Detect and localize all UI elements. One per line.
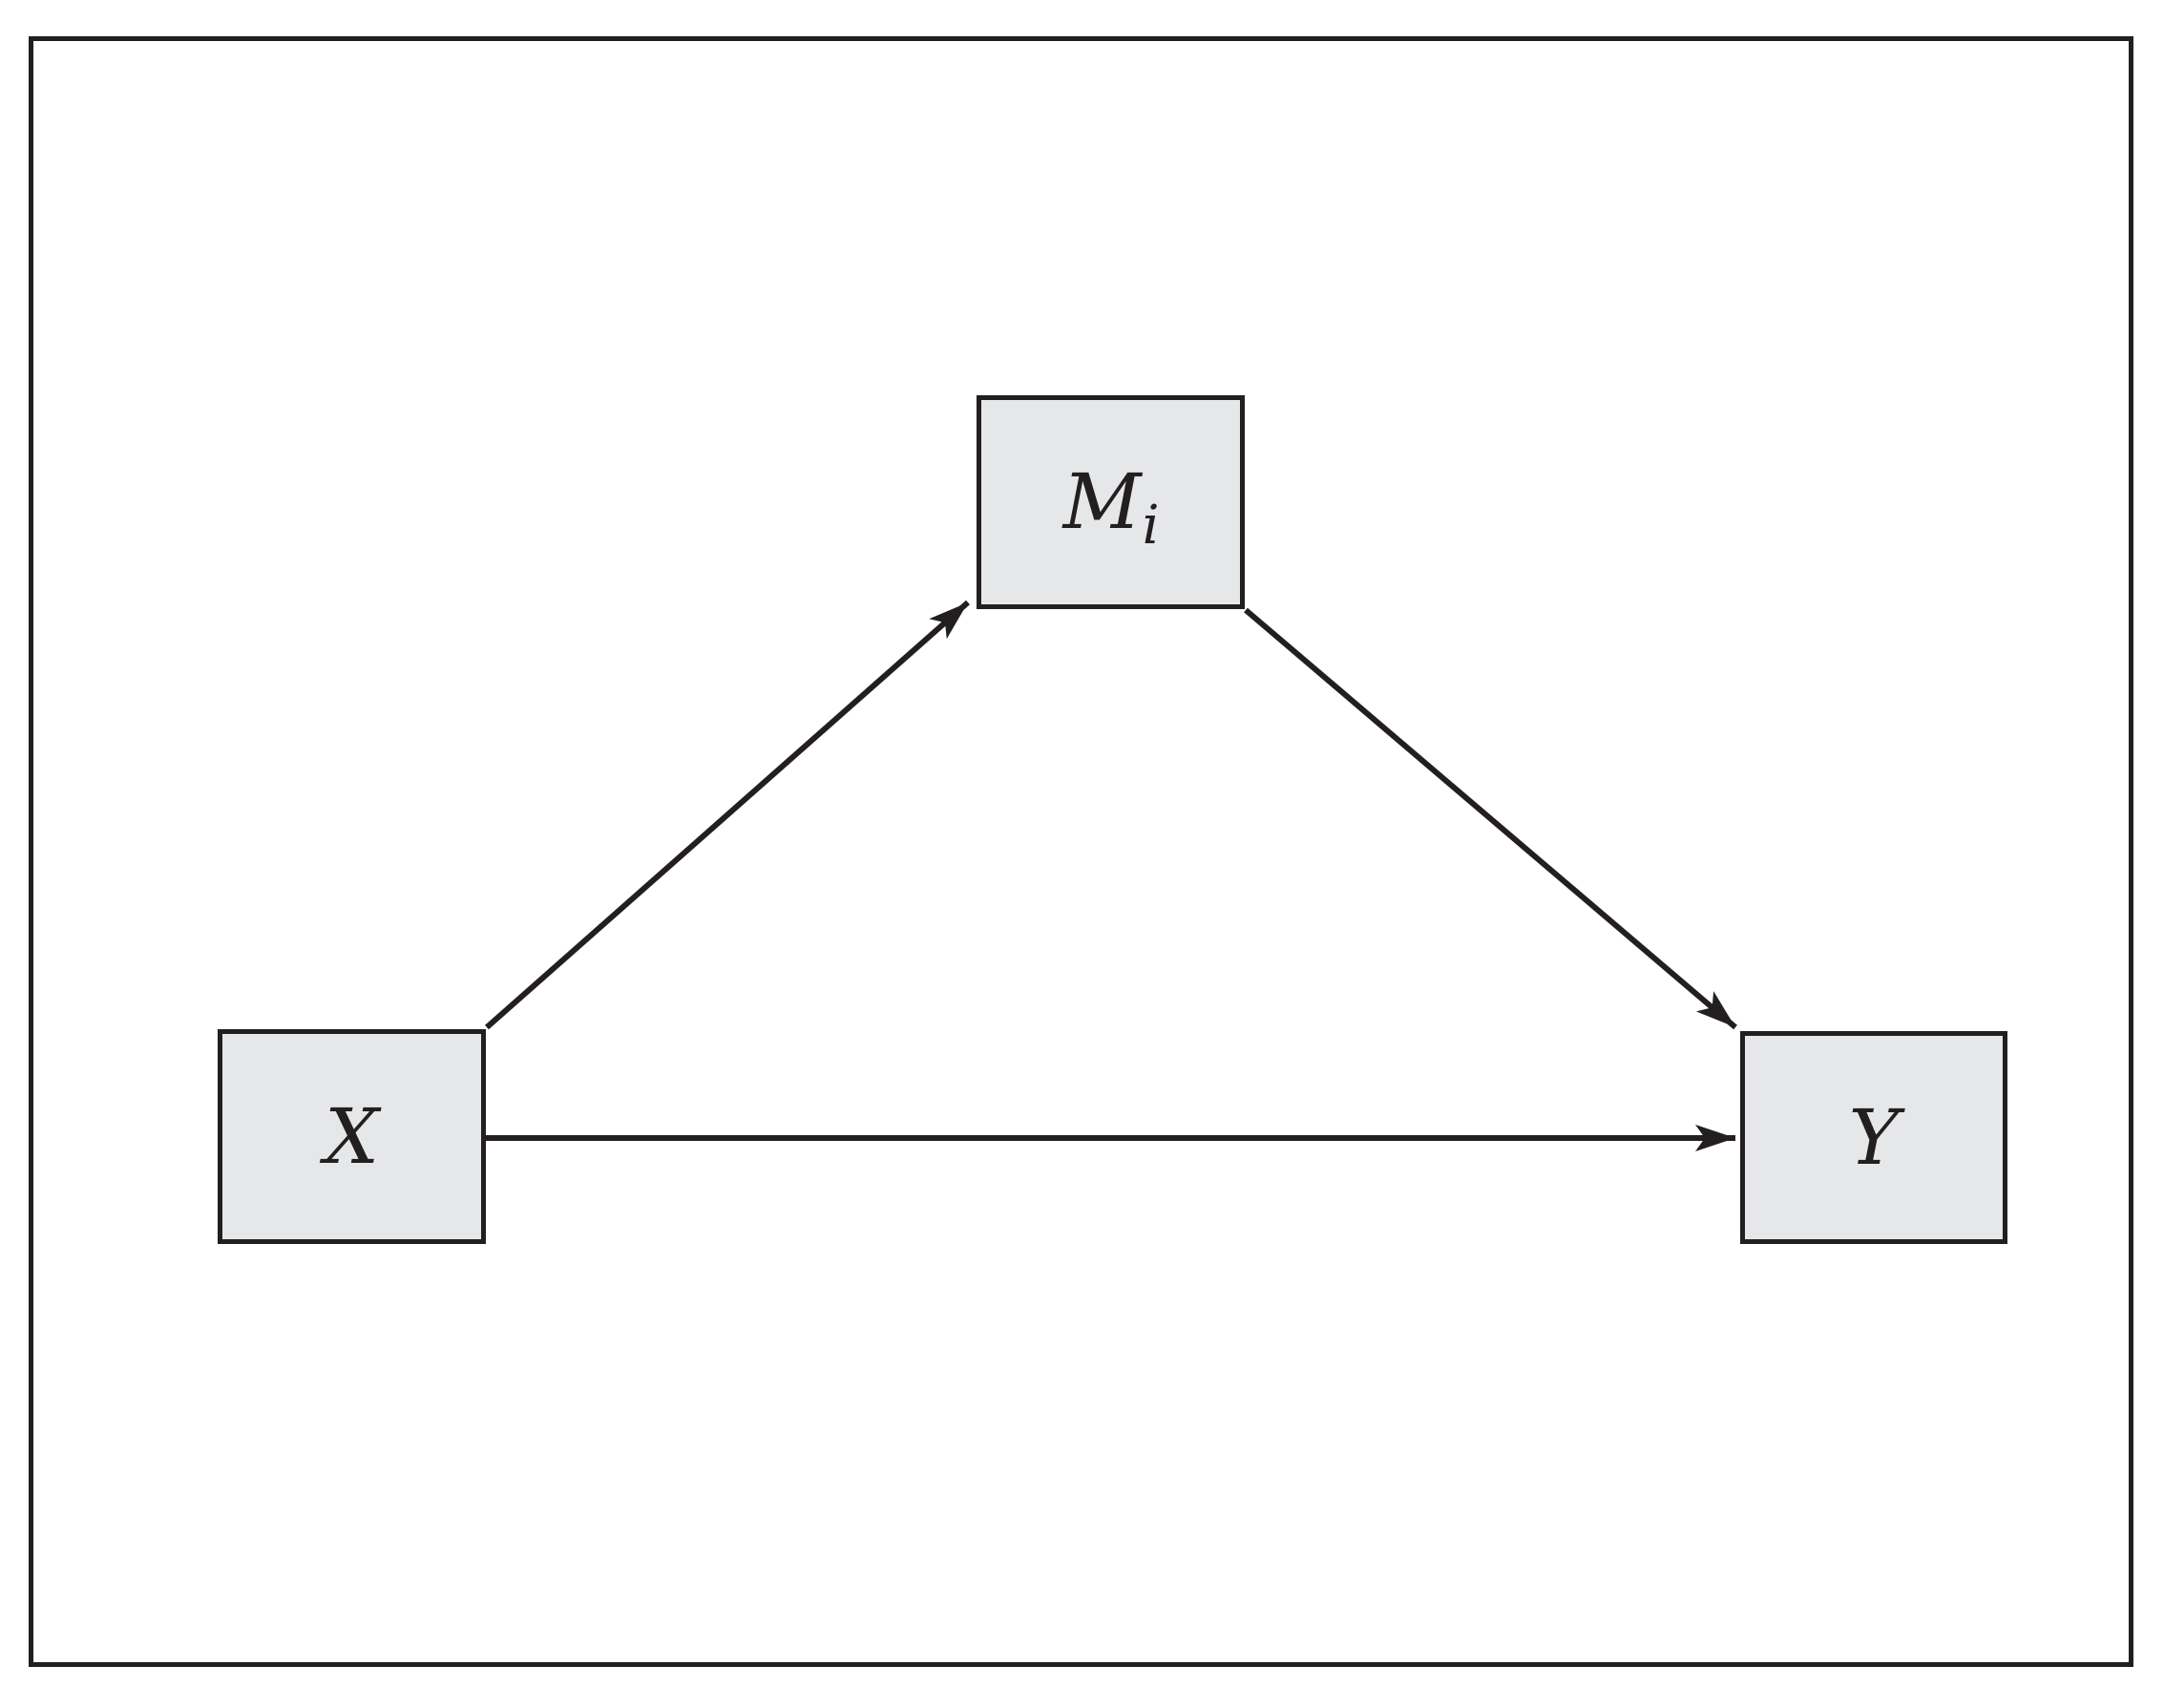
node-x-label: X — [325, 1091, 379, 1181]
node-y-label: Y — [1848, 1092, 1900, 1182]
diagram-frame — [29, 36, 2133, 1667]
node-m: Mi — [977, 395, 1245, 609]
node-m-subscript: i — [1142, 494, 1160, 557]
node-y: Y — [1740, 1031, 2007, 1244]
node-m-label: Mi — [1062, 457, 1160, 557]
node-x: X — [218, 1029, 486, 1244]
